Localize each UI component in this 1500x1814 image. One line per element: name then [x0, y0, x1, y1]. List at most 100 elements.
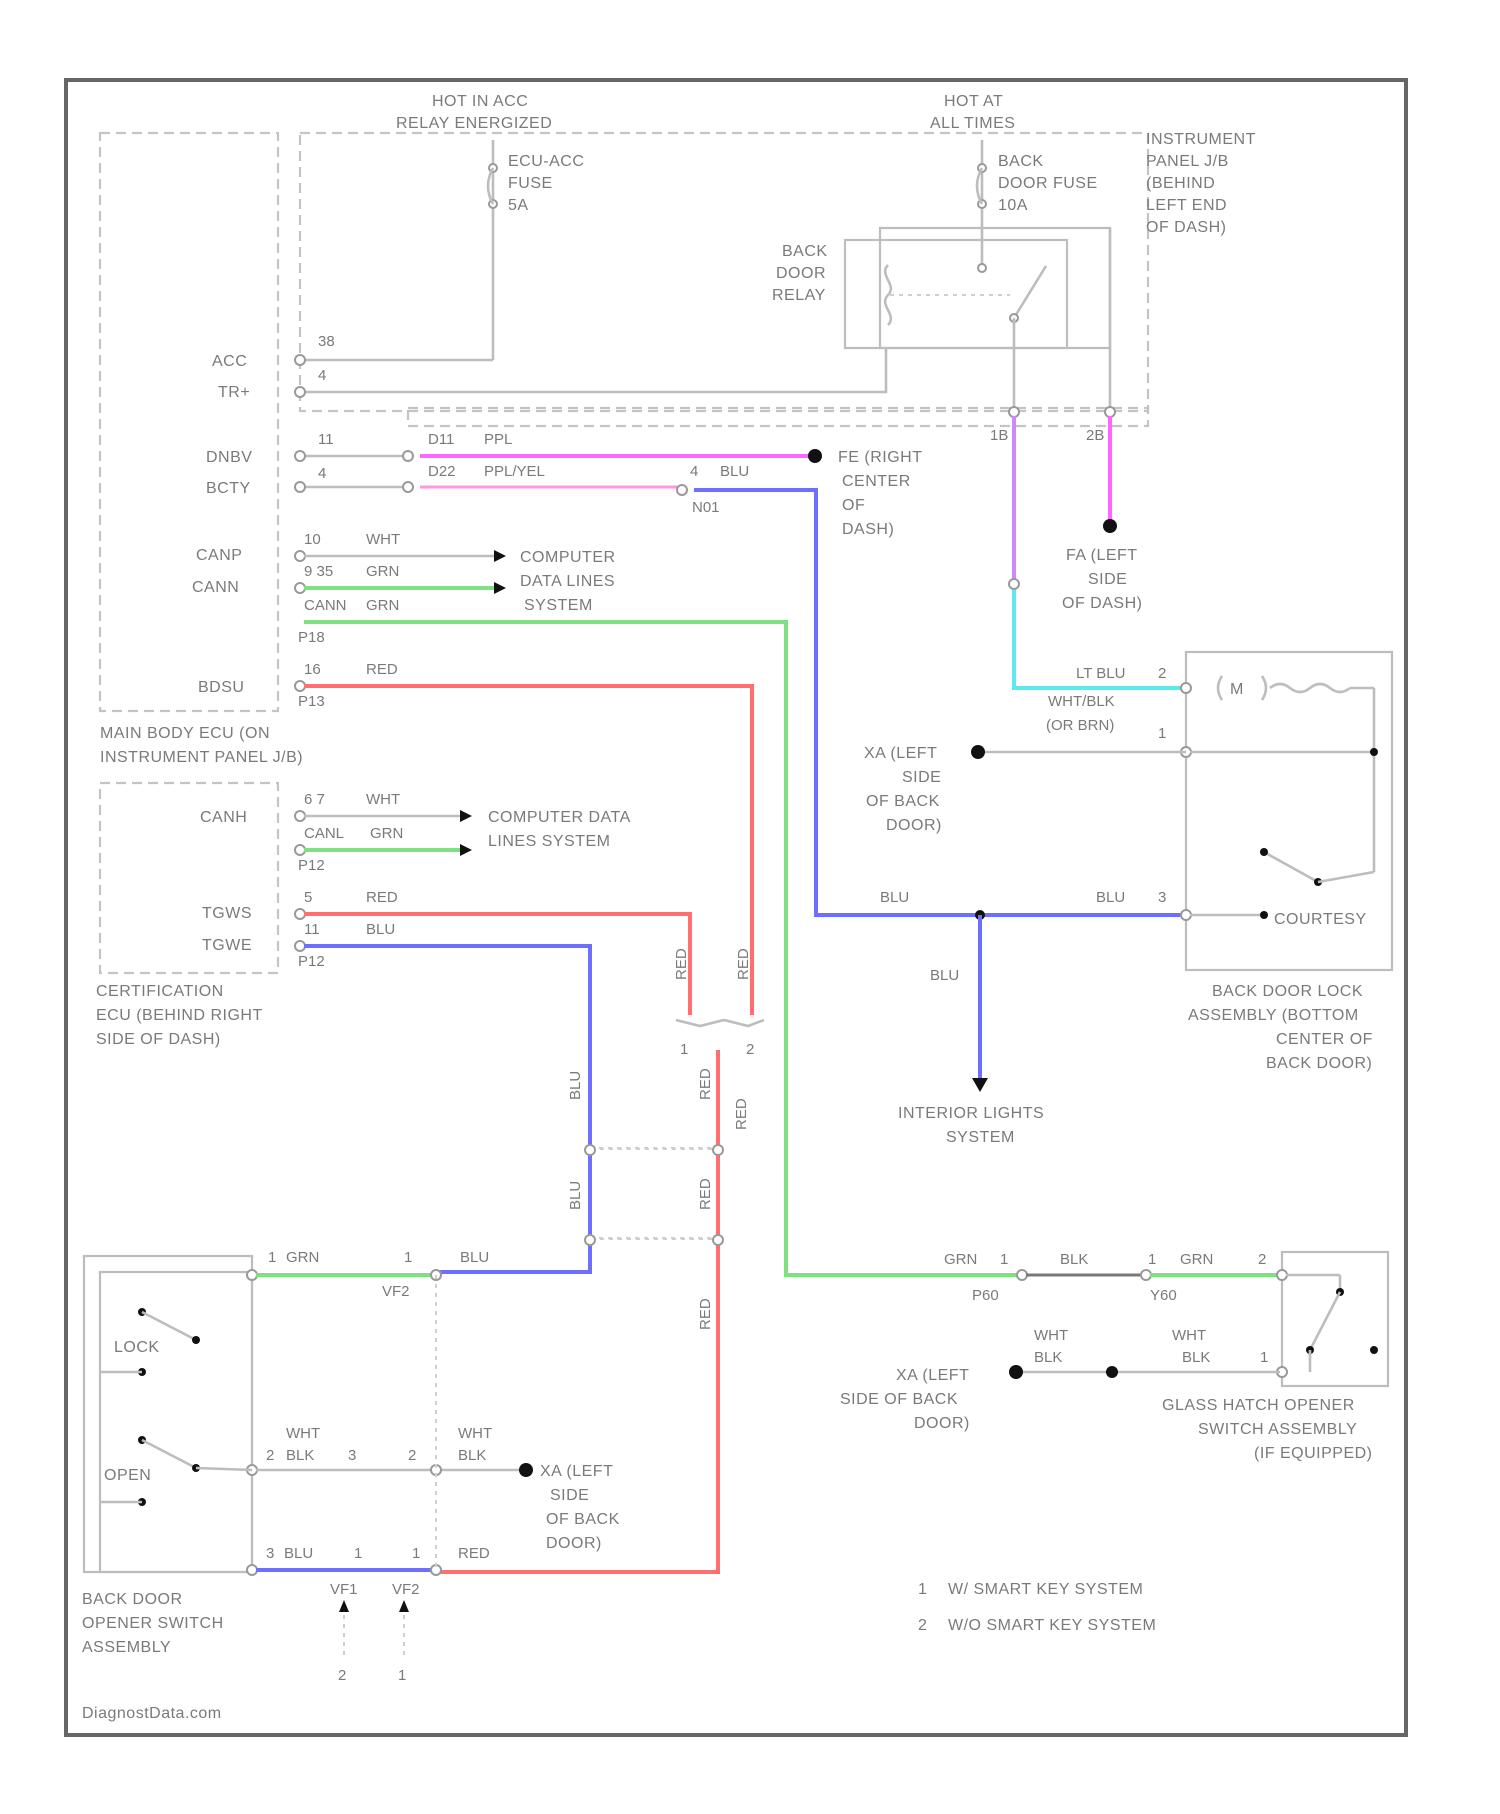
grn-cann-label: GRN [366, 563, 399, 580]
pin-3-blu: 3 [266, 1545, 274, 1562]
red-vf2-label: RED [458, 1545, 490, 1562]
grn-cert-label: GRN [370, 825, 403, 842]
conn-d11: D11 [428, 431, 454, 448]
main-ecu-label-1: MAIN BODY ECU (ON [100, 725, 270, 742]
pin-3-bdos: 3 [348, 1447, 356, 1464]
xa-c-label-1: XA (LEFT [540, 1463, 613, 1480]
bdos-label-2: OPENER SWITCH [82, 1615, 224, 1632]
xa-label-1: XA (LEFT [864, 745, 937, 762]
legend-num-1: 1 [918, 1581, 927, 1598]
lock-label: LOCK [114, 1339, 160, 1356]
dnbv-label: DNBV [206, 449, 252, 466]
xa-label-3: OF BACK [866, 793, 940, 810]
blu-v-1: BLU [567, 1071, 584, 1100]
open-label: OPEN [104, 1467, 151, 1484]
blk-glass-1: BLK [1034, 1349, 1062, 1366]
vf2-label-a: VF2 [382, 1283, 410, 1300]
wht-canp-label: WHT [366, 531, 400, 548]
cd2-label-1: COMPUTER DATA [488, 809, 631, 826]
pin-9-35: 9 35 [304, 563, 333, 580]
fuse-label: FUSE [508, 175, 553, 192]
bdla-label-1: BACK DOOR LOCK [1212, 983, 1363, 1000]
xa-label-2: SIDE [902, 769, 941, 786]
pin-p12-a: P12 [298, 857, 325, 874]
pin-1-vf1: 1 [354, 1545, 362, 1562]
back-door-fuse-label-1: BACK [998, 153, 1044, 170]
xa-b-label-3: DOOR) [914, 1415, 970, 1432]
wht-bdos-1: WHT [286, 1425, 320, 1442]
fa-label-3: OF DASH) [1062, 595, 1142, 612]
red-v-4: RED [697, 1178, 714, 1210]
back-door-relay-inner [880, 228, 1110, 348]
pin-p13: P13 [298, 693, 325, 710]
cd2-label-2: LINES SYSTEM [488, 833, 610, 850]
interior-arrow [972, 1078, 988, 1092]
pin-11-dnbv: 11 [318, 431, 334, 448]
pin-38: 38 [318, 333, 335, 350]
blu-bdos-label: BLU [284, 1545, 313, 1562]
tgws-label: TGWS [202, 905, 252, 922]
grn-bdos-label: GRN [286, 1249, 319, 1266]
interior-label-2: SYSTEM [946, 1129, 1015, 1146]
bdos-label-3: ASSEMBLY [82, 1639, 171, 1656]
glass-label-1: GLASS HATCH OPENER [1162, 1397, 1355, 1414]
wht-glass-2: WHT [1172, 1327, 1206, 1344]
pin-1b: 1B [990, 427, 1008, 444]
pin-5: 5 [304, 889, 312, 906]
back-door-fuse [977, 140, 986, 265]
bcty-label: BCTY [206, 480, 251, 497]
blu-tgwe-label: BLU [366, 921, 395, 938]
pin-1-grn: 1 [268, 1249, 276, 1266]
trn-label: TR+ [218, 384, 250, 401]
xa-b-label-2: SIDE OF BACK [840, 1391, 958, 1408]
blk-bdos-2: BLK [458, 1447, 486, 1464]
pin-2b: 2B [1086, 427, 1104, 444]
grn-p60-label: GRN [944, 1251, 977, 1268]
blu-vf2-label: BLU [460, 1249, 489, 1266]
relay-energized-label: RELAY ENERGIZED [396, 115, 552, 132]
fe-label-4: DASH) [842, 521, 894, 538]
xa-label-4: DOOR) [886, 817, 942, 834]
red-bdsu-label: RED [366, 661, 398, 678]
main-body-ecu-housing [100, 133, 278, 711]
wire-red-tgws [304, 914, 690, 1015]
blu-v-2: BLU [567, 1181, 584, 1210]
pin-4-blu: 4 [690, 463, 698, 480]
cert-label-3: SIDE OF DASH) [96, 1031, 221, 1048]
conn-d22: D22 [428, 463, 456, 480]
fuse-10a-label: 10A [998, 197, 1028, 214]
blu-label-c: BLU [930, 967, 959, 984]
ipjb-label-3: (BEHIND [1146, 175, 1215, 192]
canp-label: CANP [196, 547, 242, 564]
blk-bdos-1: BLK [286, 1447, 314, 1464]
pin-1-y60: 1 [1148, 1251, 1156, 1268]
conn-n01: N01 [692, 499, 720, 516]
svg-text:M: M [1230, 681, 1244, 698]
diagram-frame [66, 80, 1406, 1735]
wire-blu-n01-label: BLU [720, 463, 749, 480]
pin-2-bdos: 2 [408, 1447, 416, 1464]
pin-3-lock: 3 [1158, 889, 1166, 906]
xa-b-label-1: XA (LEFT [896, 1367, 969, 1384]
blu-label-a: BLU [880, 889, 909, 906]
vf1-note: 2 [338, 1667, 346, 1684]
ecu-acc-label: ECU-ACC [508, 153, 584, 170]
pin-6-7: 6 7 [304, 791, 325, 808]
hot-at-label: HOT AT [944, 93, 1003, 110]
blk-glass-label: BLK [1060, 1251, 1088, 1268]
xa-c-label-3: OF BACK [546, 1511, 620, 1528]
red-v-3: RED [697, 1068, 714, 1100]
pin-2-lt: 2 [1158, 665, 1166, 682]
cert-cann-label: CANH [200, 809, 247, 826]
pin-p18: P18 [298, 629, 325, 646]
glass-label-2: SWITCH ASSEMBLY [1198, 1421, 1357, 1438]
fe-label-3: OF [842, 497, 865, 514]
pin-4-acc: 4 [318, 367, 326, 384]
pin-2-glass: 2 [1258, 1251, 1266, 1268]
legend-num-2: 2 [918, 1617, 927, 1634]
pin-1-glass: 1 [1260, 1349, 1268, 1366]
wht-cert-label: WHT [366, 791, 400, 808]
red-v-6: RED [733, 1098, 750, 1130]
relay-label-1: BACK [782, 243, 828, 260]
bdla-label-4: BACK DOOR) [1266, 1055, 1372, 1072]
